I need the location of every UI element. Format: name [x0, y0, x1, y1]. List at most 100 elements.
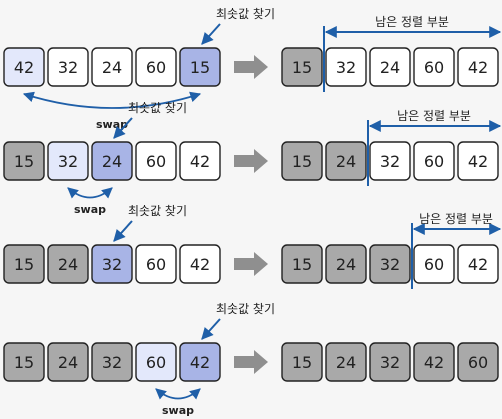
step-2-swap-label: swap — [74, 203, 106, 216]
step-3-result-arrow-icon — [234, 252, 268, 276]
step-2-after-cell-1: 15 — [281, 141, 323, 181]
step-3-after-cell-2-value: 24 — [336, 255, 356, 274]
step-2-after-cell-1-box — [281, 141, 323, 181]
step-3-before-cell-1: 15 — [3, 244, 45, 284]
step-4-before-cell-4: 60 — [135, 342, 177, 382]
step-3-before-cell-4-value: 60 — [146, 255, 166, 274]
step-4-find-min-arrow — [201, 318, 221, 340]
step-2-after-cell-3: 32 — [369, 141, 411, 181]
step-4-after-cell-2-value: 24 — [336, 353, 356, 372]
step-4-before-cell-1: 15 — [3, 342, 45, 382]
step-2-before-cell-3-value: 24 — [102, 152, 122, 171]
step-2-after-cell-2-value: 24 — [336, 152, 356, 171]
step-1-before-cell-2-box — [47, 47, 89, 87]
step-3-after-cell-5-value: 42 — [468, 255, 488, 274]
step-1-before-cell-4-box — [135, 47, 177, 87]
step-3-before-cell-3-box — [91, 244, 133, 284]
step-4-find-min-label: 최솟값 찾기 — [216, 302, 275, 316]
step-1-after-cell-1-box — [281, 47, 323, 87]
step-3-before-cell-2-value: 24 — [58, 255, 78, 274]
step-4-after-cell-5-box — [457, 342, 499, 382]
step-4-result-arrow-icon — [234, 350, 268, 374]
step-4-after-cell-1-box — [281, 342, 323, 382]
step-1-after-cell-5-value: 42 — [468, 58, 488, 77]
step-1-after-cell-1: 15 — [281, 47, 323, 87]
step-4-before-cell-2: 24 — [47, 342, 89, 382]
step-3-after-cell-2: 24 — [325, 244, 367, 284]
step-4-after-cell-4-box — [413, 342, 455, 382]
step-2-before-cell-4: 60 — [135, 141, 177, 181]
step-3-after-cell-1: 15 — [281, 244, 323, 284]
step-1-find-min-arrow — [201, 23, 221, 45]
step-4-before-cell-4-value: 60 — [146, 353, 166, 372]
step-2-after-cell-2: 24 — [325, 141, 367, 181]
step-3-before-cell-5-box — [179, 244, 221, 284]
step-4-before-cell-5-value: 42 — [190, 353, 210, 372]
step-3-before-cell-2: 24 — [47, 244, 89, 284]
step-1-after-cell-2: 32 — [325, 47, 367, 87]
step-2-after-cell-3-box — [369, 141, 411, 181]
step-3-before-cell-5-value: 42 — [190, 255, 210, 274]
step-3-after-cell-3: 32 — [369, 244, 411, 284]
step-3-before-cell-3-value: 32 — [102, 255, 122, 274]
step-2-before-cell-5-box — [179, 141, 221, 181]
step-4-after-cell-4: 42 — [413, 342, 455, 382]
step-2-find-min-arrow — [113, 117, 133, 139]
step-3-after-cell-2-box — [325, 244, 367, 284]
step-4-after-cell-3-box — [369, 342, 411, 382]
step-1-after-cell-3-box — [369, 47, 411, 87]
step-1-before-cell-5: 15 — [179, 47, 221, 87]
step-2-before-cell-3: 24 — [91, 141, 133, 181]
step-2-after-cell-4: 60 — [413, 141, 455, 181]
step-2-before-cell-2-box — [47, 141, 89, 181]
step-1-before-cell-1-value: 42 — [14, 58, 34, 77]
step-1-result-arrow-icon — [234, 55, 268, 79]
step-3-find-min-label: 최솟값 찾기 — [128, 204, 187, 218]
step-4-swap-arc — [155, 388, 201, 400]
step-4-after-cell-2-box — [325, 342, 367, 382]
step-1-after-cell-5: 42 — [457, 47, 499, 87]
step-3-after-cell-4-value: 60 — [424, 255, 444, 274]
step-3-after-cell-1-box — [281, 244, 323, 284]
step-1-before-cell-3: 24 — [91, 47, 133, 87]
step-2-before-cell-2-value: 32 — [58, 152, 78, 171]
step-1-before-cell-2-value: 32 — [58, 58, 78, 77]
step-4-after-cell-4-value: 42 — [424, 353, 444, 372]
step-4-before-cell-3: 32 — [91, 342, 133, 382]
step-1-before-cell-1: 42 — [3, 47, 45, 87]
step-1-after-cell-2-value: 32 — [336, 58, 356, 77]
step-4-before-cell-4-box — [135, 342, 177, 382]
step-4-swap-label: swap — [162, 404, 194, 417]
step-2-result-arrow-icon — [234, 149, 268, 173]
step-4-after-cell-5: 60 — [457, 342, 499, 382]
step-3-before-cell-2-box — [47, 244, 89, 284]
step-4-after-cell-3-value: 32 — [380, 353, 400, 372]
step-1-after-cell-5-box — [457, 47, 499, 87]
step-2-after-cell-1-value: 15 — [292, 152, 312, 171]
step-2-remaining-label: 남은 정렬 부분 — [397, 109, 471, 123]
step-2-after-cell-3-value: 32 — [380, 152, 400, 171]
step-4-before-cell-5: 42 — [179, 342, 221, 382]
step-2-swap-arc — [67, 187, 113, 199]
step-1-before-cell-5-box — [179, 47, 221, 87]
step-3-before-cell-4: 60 — [135, 244, 177, 284]
step-1-find-min-label: 최솟값 찾기 — [216, 7, 275, 21]
step-2-before-cell-1-value: 15 — [14, 152, 34, 171]
step-1-after-cell-1-value: 15 — [292, 58, 312, 77]
step-1-remaining-label: 남은 정렬 부분 — [375, 15, 449, 29]
step-4-before-cell-3-box — [91, 342, 133, 382]
step-3-before-cell-4-box — [135, 244, 177, 284]
step-1-before-cell-5-value: 15 — [190, 58, 210, 77]
step-4-before-cell-2-value: 24 — [58, 353, 78, 372]
step-2-after-cell-5-value: 42 — [468, 152, 488, 171]
step-1-before-cell-3-value: 24 — [102, 58, 122, 77]
step-2-before-cell-5: 42 — [179, 141, 221, 181]
step-3-after-cell-1-value: 15 — [292, 255, 312, 274]
step-3-find-min-arrow — [113, 220, 133, 242]
step-2-after-cell-5: 42 — [457, 141, 499, 181]
step-1-swap-arc — [22, 91, 202, 109]
step-2-before-cell-1-box — [3, 141, 45, 181]
step-3-after-cell-4-box — [413, 244, 455, 284]
step-2-after-cell-4-value: 60 — [424, 152, 444, 171]
step-1-after-cell-2-box — [325, 47, 367, 87]
